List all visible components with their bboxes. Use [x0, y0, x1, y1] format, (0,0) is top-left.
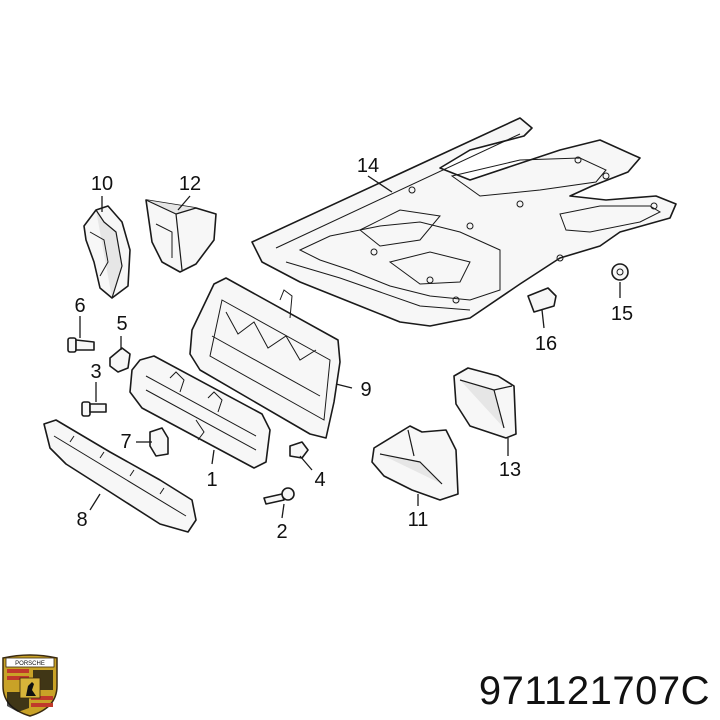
callout-14: 14	[357, 155, 379, 177]
callout-2: 2	[276, 521, 287, 543]
callout-13: 13	[499, 459, 521, 481]
callout-16: 16	[535, 333, 557, 355]
callout-7: 7	[120, 431, 131, 453]
callout-11: 11	[408, 509, 429, 531]
bolt-3	[81, 401, 107, 417]
nut-15	[611, 263, 629, 281]
callout-8: 8	[76, 509, 87, 531]
clip-16	[527, 287, 557, 313]
bumper-support-8	[43, 419, 197, 533]
svg-text:PORSCHE: PORSCHE	[15, 661, 45, 667]
callout-1: 1	[206, 469, 217, 491]
callout-15: 15	[611, 303, 633, 325]
callout-10: 10	[91, 173, 113, 195]
screw-2	[263, 487, 295, 505]
lower-right-duct-11	[371, 425, 459, 501]
callout-labels: 10 12 14 6 5 3 7 9 1 4 2 8 11 13 15 16	[74, 155, 633, 543]
bracket-7	[149, 427, 169, 457]
leader-lines	[79, 175, 621, 519]
upper-air-duct-12	[145, 199, 217, 273]
radiator-frame-9	[189, 277, 341, 439]
callout-6: 6	[74, 295, 85, 317]
clip-5	[109, 347, 131, 373]
left-air-duct-10	[83, 205, 131, 299]
grille-carrier-1	[129, 355, 271, 469]
porsche-crest-logo: PORSCHE	[2, 654, 58, 717]
right-air-duct-13	[453, 367, 517, 439]
callout-9: 9	[360, 379, 371, 401]
callout-4: 4	[314, 469, 325, 491]
part-number: 971121707C	[478, 669, 710, 713]
bolt-6	[67, 337, 95, 353]
underbody-panel-14	[251, 117, 677, 327]
callout-3: 3	[90, 361, 101, 383]
grommet-4	[289, 441, 309, 459]
callout-5: 5	[116, 313, 127, 335]
callout-12: 12	[179, 173, 201, 195]
